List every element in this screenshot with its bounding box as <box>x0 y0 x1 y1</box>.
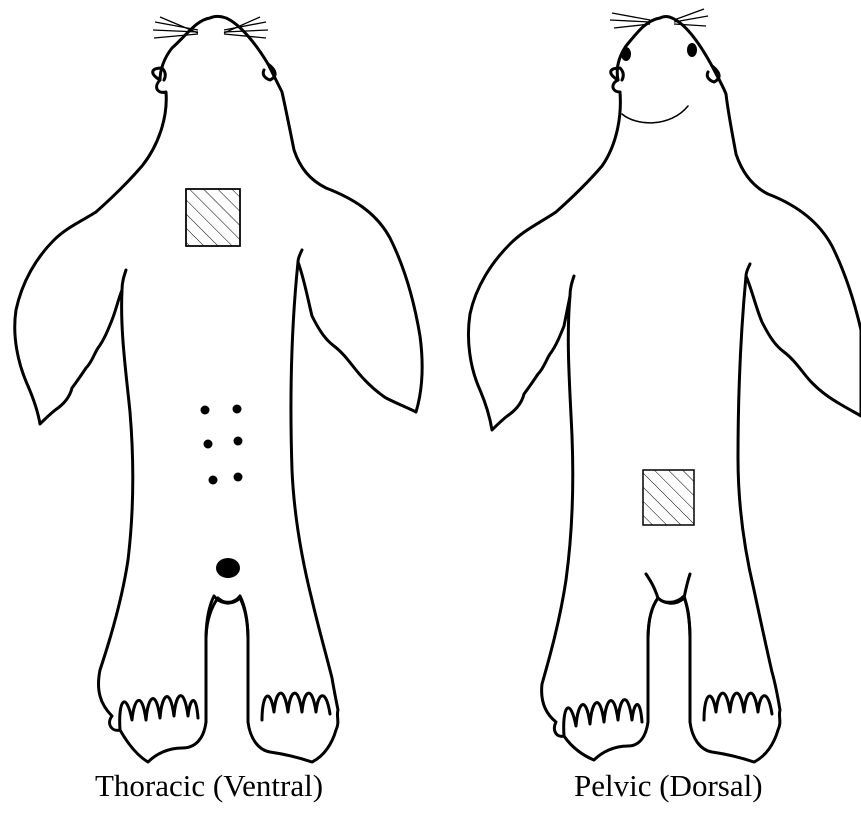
eye-left <box>621 47 631 61</box>
flipper-seam-left <box>570 276 574 296</box>
hip-left <box>646 574 658 598</box>
dot <box>233 405 242 414</box>
flipper-seam-right <box>746 264 750 276</box>
seal-ventral-view <box>15 17 422 763</box>
caption-pelvic-dorsal: Pelvic (Dorsal) <box>574 768 763 804</box>
sample-site-square <box>643 470 694 525</box>
dot <box>201 406 210 415</box>
caption-thoracic-ventral: Thoracic (Ventral) <box>95 768 323 804</box>
hip-right <box>684 574 690 598</box>
hind-gap <box>206 596 248 722</box>
toes-right-hind <box>704 693 772 720</box>
teat-dots <box>201 405 243 485</box>
dot <box>209 476 218 485</box>
flipper-seam-right <box>298 250 302 262</box>
body-outline <box>468 17 861 763</box>
mouth <box>622 106 688 123</box>
dot <box>234 437 243 446</box>
hind-gap <box>648 596 690 722</box>
genital-spot <box>216 558 240 578</box>
ear-right <box>263 64 275 80</box>
toes-left-hind <box>120 696 198 730</box>
seal-dorsal-view <box>468 9 861 762</box>
whiskers-left <box>153 17 268 38</box>
dot <box>234 473 243 482</box>
eye-right <box>687 43 697 57</box>
body-outline <box>15 17 422 763</box>
dot <box>204 440 213 449</box>
toes-right-hind <box>262 693 330 720</box>
sample-site-square <box>186 189 240 246</box>
toes-left-hind <box>564 700 642 736</box>
flipper-seam-left <box>122 270 126 290</box>
ear-right <box>707 66 719 82</box>
